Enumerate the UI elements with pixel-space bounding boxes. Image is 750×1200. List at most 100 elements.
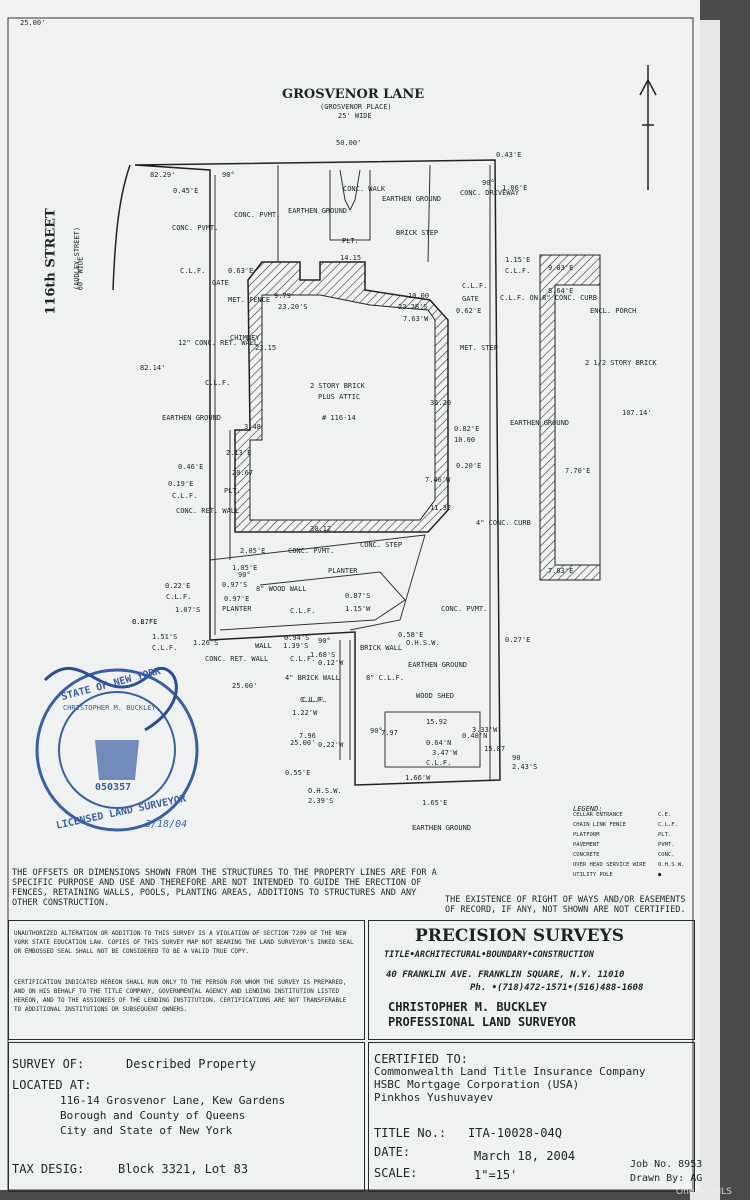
plan-label: C.L.F. <box>152 644 178 652</box>
plan-label: C.L.F. <box>462 282 488 290</box>
plan-label: 1.65'E <box>422 799 448 807</box>
seal-number: 050357 <box>95 782 132 793</box>
located-line: City and State of New York <box>60 1124 233 1137</box>
plan-label: 1.05'E <box>232 564 258 572</box>
surveyor-title: PROFESSIONAL LAND SURVEYOR <box>388 1015 576 1029</box>
plan-label: C.L.F. <box>290 655 316 663</box>
plan-label: ENCL. PORCH <box>590 307 637 315</box>
drawn-by: Drawn By: AG <box>630 1173 703 1184</box>
plan-label: 12" CONC. RET. WALL <box>178 339 259 347</box>
plan-label: EARTHEN GROUND <box>408 661 468 669</box>
legend-item: PLATFORM PLT. <box>573 832 703 843</box>
plan-label: 7.46'W <box>425 476 451 484</box>
plan-label: 15.92 <box>426 718 448 726</box>
plan-label: 0.58'E <box>398 631 424 639</box>
located-lines: 116-14 Grosvenor Lane, Kew Gardens Borou… <box>60 1095 285 1136</box>
plan-label: 1.07'S <box>175 606 201 614</box>
plan-label: 23.28'S <box>398 303 428 311</box>
legend-item-name: OVER HEAD SERVICE WIRE <box>573 862 646 868</box>
notes-block <box>8 920 365 1040</box>
plan-label: 2.39'S <box>308 797 334 805</box>
plan-label: CONC. RET. WALL <box>176 507 240 515</box>
plan-label: 7.96 <box>299 732 316 740</box>
plan-label: 2.13'E <box>226 449 252 457</box>
plan-label: 8" C.L.F. <box>366 674 404 682</box>
plan-label: EARTHEN GROUND <box>382 195 442 203</box>
scale-value: 1"=15' <box>474 1168 518 1182</box>
tax-value: Block 3321, Lot 83 <box>118 1162 249 1176</box>
plan-label: 0.40'N <box>462 732 488 740</box>
street-top-alt: (GROSVENOR PLACE) <box>320 103 392 111</box>
legend-item-abbr: C.L.F. <box>658 822 678 828</box>
job-number: Job No. 8953 <box>630 1159 703 1170</box>
plan-label: 0.20'E <box>456 462 482 470</box>
plan-label: 25.00' <box>232 682 258 690</box>
plan-label: C.L.F. <box>290 607 316 615</box>
plan-label: C.L.F. <box>505 267 531 275</box>
legend-item: UTILITY POLE● <box>573 872 703 883</box>
plan-label: O.H.S.W. <box>308 787 342 795</box>
plan-label: 0.55'E <box>285 769 311 777</box>
plan-label: EARTHEN GROUND <box>288 207 348 215</box>
plan-label: 7.83'E <box>548 567 574 575</box>
plan-label: PLANTER <box>222 605 252 613</box>
plan-label: 23.15 <box>255 344 277 352</box>
plan-label: 0.12'W <box>318 659 344 667</box>
tax-label: TAX DESIG: <box>12 1162 85 1176</box>
plan-label: 25.00' <box>20 19 46 27</box>
certification-note: CERTIFICATION INDICATED HEREON SHALL RUN… <box>14 979 347 1013</box>
plan-label: 14.15 <box>340 254 362 262</box>
plan-label: 1.15'E <box>505 256 531 264</box>
scale-label: SCALE: <box>374 1166 418 1180</box>
plan-label: # 116-14 <box>322 414 356 422</box>
legend-item-name: CHAIN LINK FENCE <box>573 822 626 828</box>
unauthorized-note: UNAUTHORIZED ALTERATION OR ADDITION TO T… <box>14 930 354 955</box>
plan-label: 3.47'W <box>432 749 458 757</box>
plan-label: EARTHEN GROUND <box>412 824 472 832</box>
surveyor-seal <box>35 666 199 832</box>
legend-item-name: CONCRETE <box>573 852 600 858</box>
plan-label: CONC. WALK <box>343 185 386 193</box>
plan-label: 7.63'W <box>403 315 429 323</box>
plan-label: 90° <box>370 727 383 735</box>
plan-label: 1.39'S <box>283 642 309 650</box>
plan-label: C.L.F. <box>426 759 452 767</box>
plan-label: CONC. PVMT. <box>172 224 219 232</box>
plan-label: 30.12 <box>310 525 332 533</box>
legend-item-name: PLATFORM <box>573 832 600 838</box>
plan-label: 1.15'W <box>345 605 371 613</box>
plan-label: WALL <box>255 642 272 650</box>
plan-label: 9.79 <box>274 292 291 300</box>
street-top-width: 25' WIDE <box>338 112 372 120</box>
plan-label: GATE <box>462 295 479 303</box>
plan-label: EARTHEN GROUND <box>510 419 570 427</box>
plan-label: CONC. PVMT. <box>288 547 335 555</box>
sheet-border <box>7 17 694 1191</box>
plan-label: 1.26'S <box>193 639 219 647</box>
plan-label: C.L.F. <box>300 696 326 704</box>
plan-label: 2 1/2 STORY BRICK <box>585 359 657 367</box>
plan-label: 0.82'E <box>454 425 480 433</box>
plan-label: 0.22'W <box>318 741 344 749</box>
legend-item-abbr: ● <box>658 872 662 878</box>
plan-label: 0.63'E <box>228 267 254 275</box>
plan-label: BRICK WALL <box>360 644 403 652</box>
plan-label: 0.62'E <box>456 307 482 315</box>
plan-label: CONC. PVMT. <box>441 605 488 613</box>
adjacent-house-interior <box>554 284 601 566</box>
plan-label: 1.68'S <box>310 651 336 659</box>
plan-label: WOOD SHED <box>416 692 454 700</box>
plan-label: 0.46'E <box>178 463 204 471</box>
plan-label: 0.97'E <box>224 595 250 603</box>
plan-label: 1.22'W <box>292 709 318 717</box>
legend-item-abbr: PLT. <box>658 832 672 838</box>
street-top-name: GROSVENOR LANE <box>282 87 425 102</box>
title-no-label: TITLE No.: <box>374 1126 447 1140</box>
plan-label: 8" WOOD WALL <box>256 585 307 593</box>
plan-label: C.L.F. <box>302 696 328 704</box>
plan-label: CONC. STEP <box>360 541 403 549</box>
